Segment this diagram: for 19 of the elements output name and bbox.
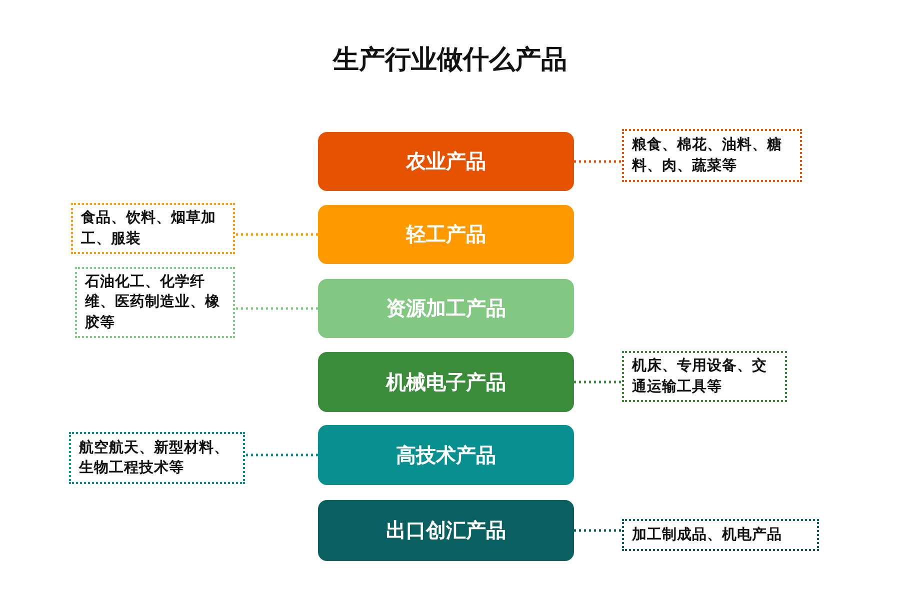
note-box: 食品、饮料、烟草加工、服装 (71, 203, 235, 254)
dotted-connector (235, 307, 318, 310)
category-box: 机械电子产品 (318, 352, 574, 412)
category-box: 农业产品 (318, 132, 574, 191)
note-box: 粮食、棉花、油料、糖料、肉、蔬菜等 (622, 129, 802, 182)
category-box: 出口创汇产品 (318, 500, 574, 561)
dotted-connector (235, 233, 318, 236)
diagram-title: 生产行业做什么产品 (332, 44, 568, 77)
note-box: 航空航天、新型材料、生物工程技术等 (69, 432, 245, 484)
dotted-connector (574, 529, 622, 532)
dotted-connector (574, 160, 622, 163)
category-box: 资源加工产品 (318, 279, 574, 338)
category-box: 轻工产品 (318, 205, 574, 264)
dotted-connector (574, 380, 622, 384)
category-box: 高技术产品 (318, 425, 574, 485)
note-box: 石油化工、化学纤维、医药制造业、橡胶等 (75, 267, 235, 338)
note-box: 加工制成品、机电产品 (622, 519, 819, 551)
note-box: 机床、专用设备、交通运输工具等 (622, 351, 787, 402)
dotted-connector (245, 454, 318, 456)
